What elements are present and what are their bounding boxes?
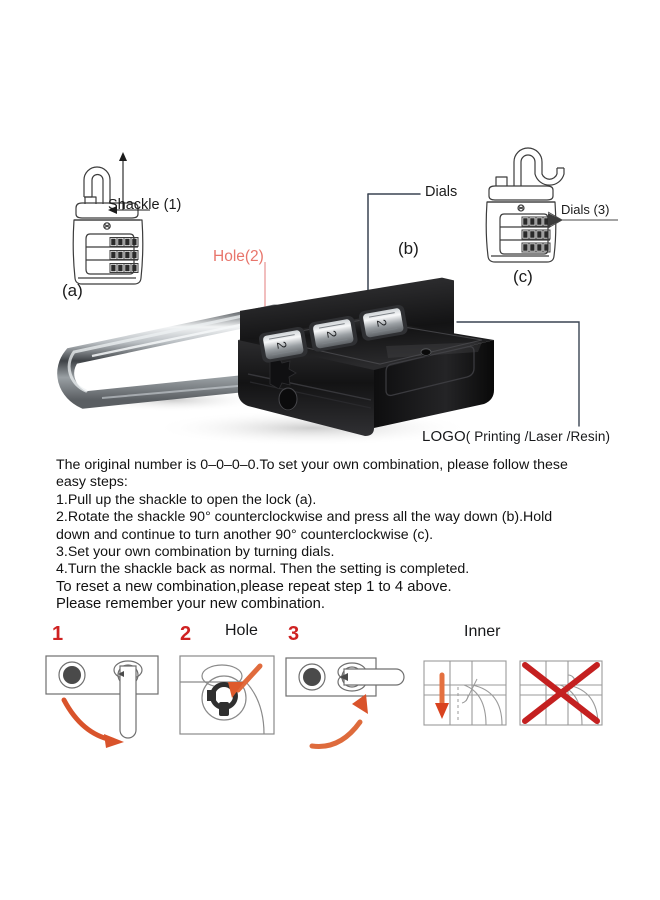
label-dials: Dials — [425, 184, 458, 200]
instruction-line-7: To reset a new combination,please repeat… — [56, 578, 452, 595]
figure-b-lock-photo: 2 2 2 — [57, 277, 494, 446]
shackle-leader-arrow — [108, 152, 150, 214]
label-dials-three: Dials (3) — [561, 202, 610, 217]
figure-a-padlock-drawing — [72, 166, 144, 285]
instruction-line-2: 1.Pull up the shackle to open the lock (… — [56, 491, 317, 508]
step-number-3: 3 — [288, 623, 300, 645]
step-number-1: 1 — [52, 623, 64, 645]
inner-panel-correct — [423, 660, 507, 726]
instruction-line-0: The original number is 0–0–0–0.To set yo… — [56, 457, 568, 473]
svg-text:2: 2 — [324, 329, 340, 339]
step-panel-2 — [179, 655, 275, 735]
caption-inner: Inner — [464, 623, 501, 640]
logo-paren-text: ( Printing /Laser /Resin) — [465, 429, 611, 444]
svg-text:2: 2 — [274, 340, 290, 350]
rotate-arrow-3 — [309, 694, 368, 749]
svg-text:2: 2 — [374, 318, 390, 328]
figure-caption-b: (b) — [398, 239, 419, 258]
front-recess-hole — [278, 387, 298, 411]
lock-dials: 2 2 2 — [258, 304, 408, 363]
point-arrow-2 — [228, 663, 263, 698]
caption-hole: Hole — [225, 622, 258, 639]
step-panel-3 — [285, 657, 405, 749]
label-shackle: Shackle (1) — [108, 197, 182, 213]
figure-a-dials — [109, 237, 139, 273]
instruction-line-1: easy steps: — [56, 474, 128, 491]
rotate-arrow-1 — [61, 697, 124, 748]
instruction-line-4: down and continue to turn another 90° co… — [56, 526, 434, 543]
figure-c-padlock-drawing — [485, 147, 565, 263]
step-number-2: 2 — [180, 623, 192, 645]
body-hole — [420, 348, 432, 357]
logo-leader-line — [456, 321, 580, 427]
label-logo: LOGO( Printing /Laser /Resin) — [422, 429, 610, 444]
step-panel-1 — [45, 655, 159, 748]
instruction-line-8: Please remember your new combination. — [56, 596, 325, 613]
instructions-block: The original number is 0–0–0–0.To set yo… — [56, 457, 634, 614]
inner-panel-incorrect — [519, 660, 603, 726]
keyhole-shape — [207, 682, 238, 716]
bottom-steps-area: 1 2 3 Hole Inner — [0, 612, 660, 752]
instruction-line-5: 3.Set your own combination by turning di… — [56, 544, 335, 561]
figure-caption-a: (a) — [62, 281, 83, 300]
dials3-leader-arrow — [547, 211, 618, 229]
instruction-line-3: 2.Rotate the shackle 90° counterclockwis… — [56, 509, 553, 526]
red-cross-icon — [522, 662, 600, 724]
inner-down-arrow — [435, 672, 449, 719]
figure-c-dials — [521, 216, 551, 253]
figure-caption-c: (c) — [513, 267, 533, 286]
instruction-line-6: 4.Turn the shackle back as normal. Then … — [56, 561, 470, 578]
top-diagram-area: Shackle (1) (a) — [57, 147, 618, 446]
label-hole-2: Hole(2) — [213, 248, 264, 265]
logo-text: LOGO — [422, 428, 466, 445]
